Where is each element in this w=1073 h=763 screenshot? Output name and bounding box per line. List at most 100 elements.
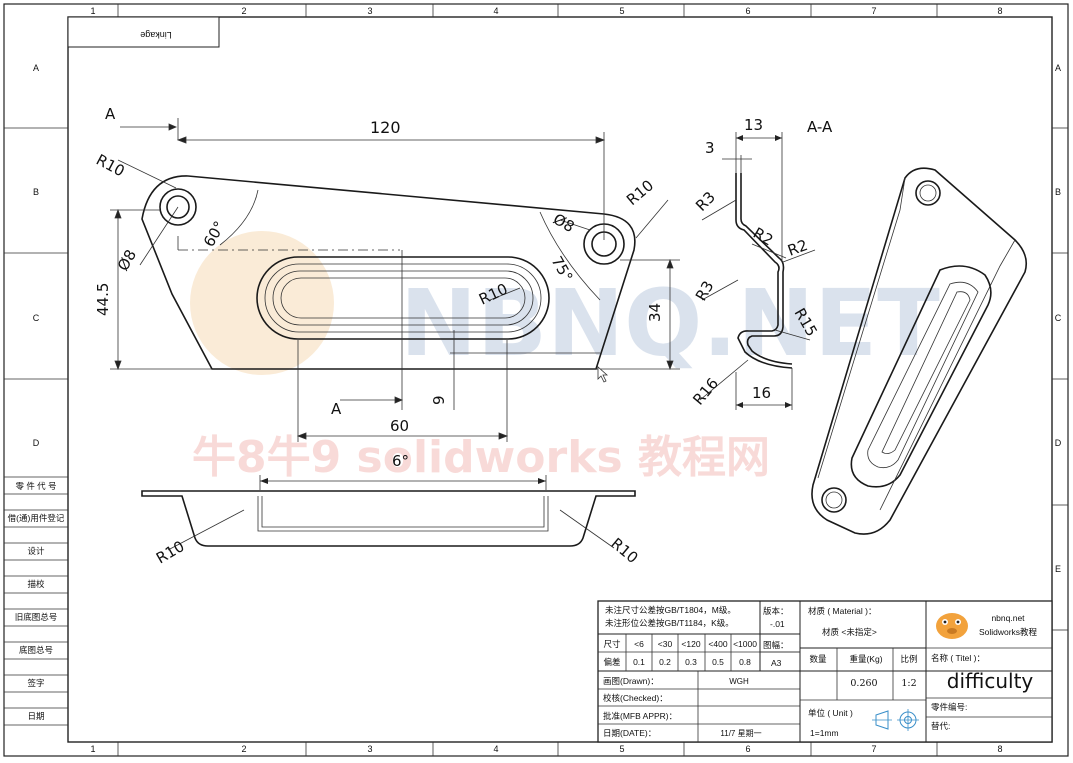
front-view — [141, 475, 636, 551]
tb-tol-v0: 偏差 — [603, 657, 620, 667]
col-label-top-3: 3 — [367, 6, 372, 16]
dim-60: 60 — [390, 417, 409, 435]
col-label-top-8: 8 — [997, 6, 1002, 16]
tb-tol-v4: 0.5 — [712, 657, 724, 667]
tb-note-2: 未注形位公差按GB/T1184，K级。 — [605, 618, 734, 628]
tb-tol-h5: <1000 — [733, 639, 757, 649]
left-label-sign: 签字 — [27, 678, 44, 688]
tb-approved-label: 批准(MFB APPR)： — [603, 711, 677, 721]
col-label-bottom-8: 8 — [997, 744, 1002, 754]
dim-angle-6: 6° — [392, 452, 409, 470]
title-tab-text: Linkage — [140, 30, 172, 40]
watermark-subtitle: 牛8牛9 solidworks 教程网 — [192, 432, 770, 483]
isometric-view — [811, 167, 1028, 535]
dim-120: 120 — [370, 118, 401, 137]
tb-tol-h3: <120 — [681, 639, 700, 649]
tb-material-label: 材质 ( Material )： — [808, 606, 876, 616]
left-label-borrowed: 借(通)用件登记 — [8, 513, 65, 523]
col-label-bottom-4: 4 — [493, 744, 498, 754]
col-label-top-5: 5 — [619, 6, 624, 16]
col-label-top-2: 2 — [241, 6, 246, 16]
row-label-left-a: A — [33, 63, 39, 73]
tb-qty-label: 数量 — [809, 654, 827, 664]
dim-16: 16 — [752, 384, 771, 402]
tb-brand-site: nbnq.net — [991, 613, 1025, 623]
col-label-top-7: 7 — [871, 6, 876, 16]
tb-material-value: 材质 <未指定> — [822, 627, 877, 637]
dim-13: 13 — [744, 116, 763, 134]
tb-replace-label: 替代: — [931, 721, 950, 731]
tb-name-label: 名称 ( Titel )： — [931, 653, 985, 663]
watermark-logo-icon — [190, 231, 334, 375]
row-label-left-b: B — [33, 187, 39, 197]
tb-version-value: -.01 — [770, 619, 785, 629]
row-label-right-a: A — [1055, 63, 1061, 73]
left-label-base: 底图总号 — [19, 645, 53, 655]
tb-drawn-label: 画图(Drawn)： — [603, 676, 659, 686]
tb-date-label: 日期(DATE)： — [603, 728, 656, 738]
row-label-right-b: B — [1055, 187, 1061, 197]
view-arrow-top-label: A — [105, 105, 116, 123]
view-arrow-bottom-label: A — [331, 400, 342, 418]
col-label-bottom-2: 2 — [241, 744, 246, 754]
tb-unit-value: 1=1mm — [810, 728, 839, 738]
left-label-date: 日期 — [27, 711, 44, 721]
col-label-bottom-7: 7 — [871, 744, 876, 754]
col-label-bottom-6: 6 — [745, 744, 750, 754]
dim-r2-outer: R2 — [785, 236, 810, 260]
top-view-dims — [110, 118, 680, 442]
tb-note-1: 未注尺寸公差按GB/T1804，M级。 — [605, 605, 736, 615]
tb-scale-label: 比例 — [900, 654, 917, 664]
row-label-left-c: C — [33, 313, 40, 323]
left-block — [4, 476, 68, 726]
tb-drawn-value: WGH — [729, 677, 749, 686]
col-label-bottom-5: 5 — [619, 744, 624, 754]
tb-tol-v2: 0.2 — [659, 657, 671, 667]
row-label-right-c: C — [1055, 313, 1062, 323]
tb-tol-v1: 0.1 — [633, 657, 645, 667]
tb-tol-v3: 0.3 — [685, 657, 697, 667]
tb-weight-value: 0.260 — [850, 678, 877, 689]
dim-34: 34 — [646, 303, 664, 322]
tb-part-no-label: 零件编号: — [931, 702, 967, 712]
row-label-right-d: D — [1055, 438, 1062, 448]
tb-date-value: 11/7 星期一 — [720, 729, 761, 738]
dim-9: 9 — [430, 395, 448, 405]
grid-ticks — [4, 4, 1068, 756]
tb-version-label: 版本： — [763, 606, 789, 616]
dim-44-5: 44.5 — [94, 283, 112, 316]
brand-logo-icon — [936, 613, 968, 639]
left-label-design: 设计 — [27, 546, 45, 556]
inner-frame — [67, 16, 1053, 743]
tb-sheet-label: 图幅： — [763, 640, 789, 650]
tb-tol-h4: <400 — [708, 639, 727, 649]
projection-symbol-icon — [872, 709, 919, 731]
tb-tol-v5: 0.8 — [739, 657, 751, 667]
left-label-trace: 描校 — [27, 579, 45, 589]
tb-tol-h2: <30 — [658, 639, 673, 649]
tb-weight-label: 重量(Kg) — [849, 654, 882, 664]
left-label-part-code: 零 件 代 号 — [15, 481, 56, 491]
col-label-top-6: 6 — [745, 6, 750, 16]
row-label-right-e: E — [1055, 564, 1061, 574]
col-label-bottom-3: 3 — [367, 744, 372, 754]
tb-scale-value: 1:2 — [901, 678, 916, 689]
tb-tol-h0: 尺寸 — [603, 639, 621, 649]
title-block-grid — [597, 600, 1053, 743]
mouse-cursor-icon — [597, 366, 609, 383]
tb-unit-label: 单位 ( Unit ) — [808, 708, 853, 718]
col-label-top-1: 1 — [90, 6, 95, 16]
col-label-top-4: 4 — [493, 6, 498, 16]
tb-brand-name: Solidworks教程 — [979, 627, 1038, 637]
row-label-left-d: D — [33, 438, 40, 448]
section-view — [699, 132, 816, 410]
left-label-old-base: 旧底图总号 — [15, 612, 58, 622]
tb-sheet-value: A3 — [771, 658, 782, 668]
section-title: A-A — [807, 118, 833, 136]
tb-checked-label: 校核(Checked)： — [603, 693, 668, 703]
col-label-bottom-1: 1 — [90, 744, 95, 754]
tb-name-value: difficulty — [947, 669, 1034, 693]
dim-3: 3 — [705, 139, 715, 157]
title-tab — [67, 16, 220, 48]
